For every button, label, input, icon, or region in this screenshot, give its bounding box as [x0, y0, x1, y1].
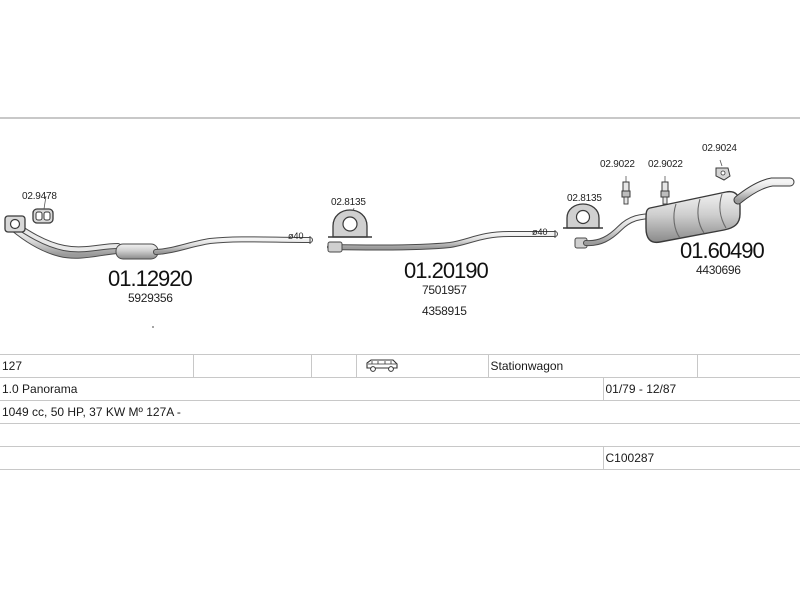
- clamp-mid-label: 02.8135: [331, 197, 366, 208]
- clamp-mid-part[interactable]: [328, 207, 372, 238]
- diagram-top-border: [0, 117, 800, 119]
- center-pipe-part[interactable]: [327, 230, 558, 253]
- vehicle-row-model: 127 Stationwagon: [0, 354, 800, 378]
- vehicle-row-variant: 1.0 Panorama 01/79 - 12/87: [0, 377, 800, 401]
- rear-silencer-oem-1: 4430696: [696, 263, 741, 277]
- empty-cell: [696, 354, 800, 378]
- variant-cell: 1.0 Panorama: [0, 377, 603, 401]
- exhaust-system-diagram: 02.9478 01.12920 5929356 ø40 02.8135 01.…: [0, 120, 800, 350]
- pipe-diameter-1: ø40: [288, 231, 304, 241]
- center-pipe-oem-1: 7501957: [422, 283, 467, 297]
- clamp-rear-label: 02.8135: [567, 193, 602, 204]
- station-wagon-car-icon: [365, 358, 398, 372]
- years-cell: 01/79 - 12/87: [602, 377, 800, 401]
- empty-cell: [0, 446, 603, 470]
- empty-cell: [0, 423, 800, 447]
- rear-silencer-ref: 01.60490: [680, 238, 765, 263]
- gasket-front-label: 02.9478: [22, 191, 57, 202]
- code-cell: C100287: [602, 446, 800, 470]
- model-cell: 127: [0, 354, 193, 378]
- front-pipe-ref: 01.12920: [108, 266, 193, 291]
- gasket-front-part[interactable]: [32, 195, 54, 224]
- hanger-a-part[interactable]: [621, 176, 631, 205]
- body-icon-cell: [355, 354, 488, 378]
- hanger-b-label: 02.9022: [648, 159, 683, 170]
- vehicle-row-code: C100287: [0, 446, 800, 470]
- empty-cell: [192, 354, 311, 378]
- vehicle-row-empty: [0, 423, 800, 447]
- clamp-rear-part[interactable]: [563, 203, 603, 229]
- hanger-c-part[interactable]: [715, 159, 731, 181]
- pipe-diameter-2: ø40: [532, 227, 548, 237]
- center-pipe-oem-2: 4358915: [422, 304, 467, 318]
- rear-silencer-part[interactable]: [574, 177, 795, 249]
- engine-cell: 1049 cc, 50 HP, 37 KW Mº 127A -: [0, 400, 800, 424]
- hanger-b-part[interactable]: [660, 176, 670, 205]
- front-pipe-marker: [152, 326, 154, 328]
- empty-cell: [310, 354, 356, 378]
- center-pipe-ref: 01.20190: [404, 258, 489, 283]
- hanger-a-label: 02.9022: [600, 159, 635, 170]
- vehicle-row-engine: 1049 cc, 50 HP, 37 KW Mº 127A -: [0, 400, 800, 424]
- front-flange-part: [4, 215, 26, 233]
- exhaust-diagram-svg: [4, 159, 795, 260]
- body-type-cell: Stationwagon: [487, 354, 698, 378]
- front-pipe-part[interactable]: [10, 221, 313, 260]
- hanger-c-label: 02.9024: [702, 143, 737, 154]
- vehicle-info-table: 127 Stationwagon 1.0 Panorama 01/79 - 12…: [0, 354, 800, 470]
- front-pipe-oem-1: 5929356: [128, 291, 173, 305]
